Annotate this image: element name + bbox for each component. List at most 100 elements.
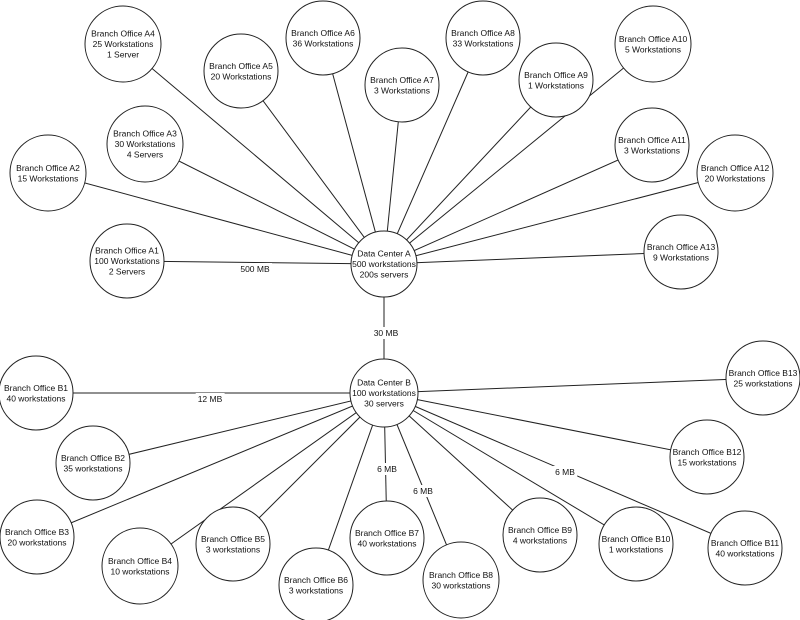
node-circle bbox=[101, 527, 179, 605]
node-circle bbox=[707, 510, 783, 586]
node-circle bbox=[84, 5, 162, 83]
node-detail: 40 workstations bbox=[715, 548, 774, 558]
link-label-dcB-B8: 6 MB bbox=[413, 486, 433, 496]
node-detail: 33 Workstations bbox=[453, 38, 514, 48]
node-title: Branch Office A1 bbox=[95, 246, 159, 256]
link-dcB-B3 bbox=[36, 392, 385, 538]
node-circle bbox=[598, 506, 674, 582]
node-detail: 4 workstations bbox=[513, 535, 567, 545]
link-dcB-B10 bbox=[383, 392, 637, 545]
link-dcA-A12 bbox=[383, 172, 736, 265]
node-title: Branch Office A2 bbox=[16, 163, 80, 173]
node-title: Branch Office A8 bbox=[451, 28, 515, 38]
node-detail: 100 workstations bbox=[352, 388, 416, 398]
node-circle bbox=[0, 499, 75, 575]
node-circle bbox=[696, 134, 774, 212]
node-circle bbox=[350, 230, 418, 298]
node-title: Branch Office A10 bbox=[619, 34, 688, 44]
link-dcA-A11 bbox=[383, 144, 653, 265]
link-label-bg bbox=[195, 393, 225, 405]
link-dcA-A6 bbox=[322, 37, 385, 265]
node-circle bbox=[278, 547, 354, 620]
link-label-bg bbox=[553, 466, 578, 478]
node-detail: 1 workstations bbox=[609, 544, 663, 554]
node-circle bbox=[502, 497, 578, 573]
node-title: Branch Office A11 bbox=[618, 135, 686, 145]
node-a9: Branch Office A91 Workstations bbox=[518, 42, 594, 118]
node-detail: 3 Workstations bbox=[374, 85, 430, 95]
node-title: Branch Office B10 bbox=[602, 534, 671, 544]
node-detail: 2 Servers bbox=[109, 267, 145, 277]
node-title: Data Center B bbox=[357, 378, 411, 388]
node-detail: 15 Workstations bbox=[18, 173, 79, 183]
node-detail: 200s servers bbox=[360, 270, 409, 280]
node-title: Branch Office B13 bbox=[729, 368, 798, 378]
link-dcB-B2 bbox=[92, 392, 385, 464]
node-detail: 15 workstations bbox=[677, 457, 736, 467]
node-b5: Branch Office B53 workstations bbox=[195, 506, 271, 582]
node-circle bbox=[285, 0, 361, 76]
node-detail: 3 workstations bbox=[206, 544, 260, 554]
node-circle bbox=[203, 33, 279, 109]
node-detail: 5 Workstations bbox=[625, 44, 681, 54]
node-circle bbox=[55, 425, 131, 501]
node-circle bbox=[89, 223, 165, 299]
node-b6: Branch Office B63 workstations bbox=[278, 547, 354, 620]
node-detail: 3 Workstations bbox=[624, 145, 680, 155]
node-title: Branch Office B2 bbox=[61, 453, 125, 463]
link-dcB-B4 bbox=[139, 392, 385, 567]
node-title: Branch Office B8 bbox=[429, 570, 493, 580]
node-title: Branch Office B11 bbox=[711, 538, 779, 548]
node-title: Branch Office A7 bbox=[370, 75, 434, 85]
node-circle bbox=[0, 355, 74, 431]
link-dcA-A9 bbox=[383, 79, 557, 265]
node-circle bbox=[364, 47, 440, 123]
node-circle bbox=[669, 419, 745, 495]
node-title: Data Center A bbox=[357, 249, 411, 259]
node-title: Branch Office B6 bbox=[284, 575, 348, 585]
node-circle bbox=[349, 358, 419, 428]
link-dcB-B13 bbox=[383, 377, 764, 394]
link-dcA-A5 bbox=[240, 70, 385, 265]
link-label-dcB-B11: 6 MB bbox=[555, 467, 575, 477]
node-detail: 20 workstations bbox=[7, 537, 66, 547]
node-title: Branch Office B9 bbox=[508, 525, 572, 535]
node-detail: 4 Servers bbox=[127, 150, 163, 160]
link-dcB-B12 bbox=[383, 392, 708, 458]
link-dcA-A3 bbox=[144, 143, 385, 265]
link-label-dcB-B1: 12 MB bbox=[198, 394, 223, 404]
link-label-dcA-A1: 500 MB bbox=[240, 264, 270, 274]
link-label-dcB-B7: 6 MB bbox=[377, 464, 397, 474]
node-detail: 500 workstations bbox=[352, 259, 416, 269]
node-detail: 1 Workstations bbox=[528, 80, 584, 90]
link-dcA-A8 bbox=[383, 37, 484, 265]
node-title: Branch Office A13 bbox=[647, 242, 716, 252]
node-detail: 3 workstations bbox=[289, 585, 343, 595]
link-label-bg bbox=[238, 263, 272, 275]
link-label-bg bbox=[371, 327, 401, 339]
node-title: Branch Office A9 bbox=[524, 70, 588, 80]
node-circle bbox=[643, 214, 719, 290]
node-circle bbox=[614, 107, 690, 183]
link-label-bg bbox=[375, 463, 400, 475]
node-circle bbox=[518, 42, 594, 118]
node-a7: Branch Office A73 Workstations bbox=[364, 47, 440, 123]
node-circle bbox=[106, 105, 184, 183]
node-detail: 20 Workstations bbox=[211, 71, 272, 81]
link-dcA-A13 bbox=[383, 251, 682, 265]
